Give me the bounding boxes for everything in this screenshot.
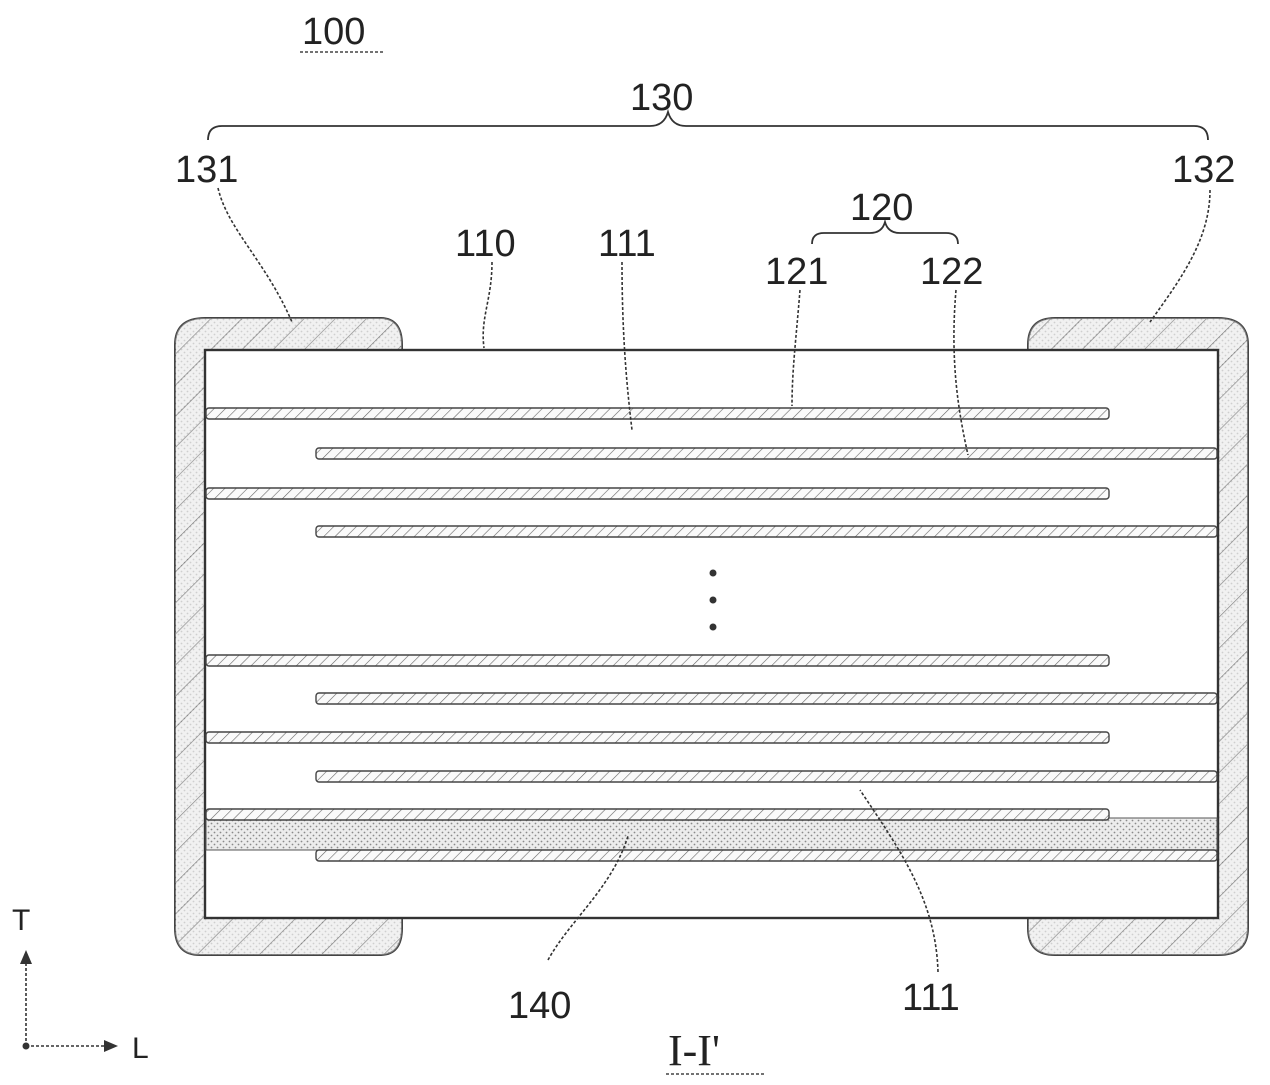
internal-electrode-122 bbox=[316, 448, 1217, 459]
axis-t-arrowhead bbox=[20, 950, 32, 964]
internal-electrode-121 bbox=[206, 809, 1109, 820]
continuation-dot bbox=[710, 597, 717, 604]
leader-132 bbox=[1150, 190, 1210, 322]
label-110: 110 bbox=[455, 223, 516, 265]
label-120: 120 bbox=[850, 187, 913, 229]
leader-110 bbox=[483, 262, 492, 348]
continuation-dot bbox=[710, 570, 717, 577]
internal-electrode-121 bbox=[206, 732, 1109, 743]
brace-130 bbox=[208, 112, 1208, 140]
axis-l-arrowhead bbox=[104, 1040, 118, 1052]
internal-electrode-122 bbox=[316, 771, 1217, 782]
label-122: 122 bbox=[920, 251, 983, 293]
label-140: 140 bbox=[508, 985, 571, 1027]
internal-electrode-122 bbox=[316, 526, 1217, 537]
internal-electrode-121 bbox=[206, 655, 1109, 666]
axis-t-label: T bbox=[12, 904, 30, 937]
label-111-top: 111 bbox=[598, 223, 656, 265]
leader-131 bbox=[218, 188, 292, 322]
label-100: 100 bbox=[302, 11, 365, 53]
section-label: I-I' bbox=[668, 1026, 720, 1075]
buffer-layer-140 bbox=[206, 818, 1217, 850]
label-130: 130 bbox=[630, 77, 693, 119]
label-131: 131 bbox=[175, 149, 238, 191]
axis-l-label: L bbox=[132, 1032, 149, 1065]
internal-electrode-122 bbox=[316, 850, 1217, 861]
label-132: 132 bbox=[1172, 149, 1235, 191]
label-111-bottom: 111 bbox=[902, 977, 960, 1019]
label-121: 121 bbox=[765, 251, 828, 293]
internal-electrode-122 bbox=[316, 693, 1217, 704]
axis-origin bbox=[23, 1043, 30, 1050]
internal-electrode-121 bbox=[206, 408, 1109, 419]
internal-electrode-121 bbox=[206, 488, 1109, 499]
continuation-dot bbox=[710, 624, 717, 631]
